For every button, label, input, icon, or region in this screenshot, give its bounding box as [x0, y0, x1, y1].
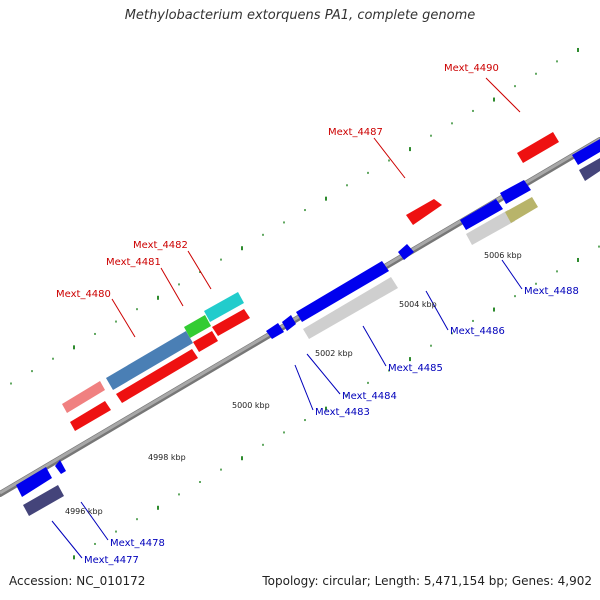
gene-label-mext-4486[interactable]: Mext_4486: [450, 326, 505, 337]
gene-mext-4486[interactable]: [398, 244, 414, 260]
gene-label-mext-4485[interactable]: Mext_4485: [388, 363, 443, 374]
gene-mext-4483[interactable]: [266, 323, 284, 339]
gene-label-mext-4477[interactable]: Mext_4477: [84, 555, 139, 566]
gene-label-mext-4490[interactable]: Mext_4490: [444, 63, 499, 74]
scale-label-5004: 5004 kbp: [399, 300, 437, 309]
scale-label-5000: 5000 kbp: [232, 401, 270, 410]
gene-mext-4487[interactable]: [406, 199, 442, 225]
gene-mext-4484[interactable]: [282, 315, 296, 331]
gene-mext-4485[interactable]: [296, 261, 389, 322]
gene-mext-4489[interactable]: [572, 139, 600, 165]
scale-label-5006: 5006 kbp: [484, 251, 522, 260]
reverse-genes: [16, 139, 600, 516]
gene-mext-4481[interactable]: [116, 349, 198, 403]
scale-labels: 4996 kbp 4998 kbp 5000 kbp 5002 kbp 5004…: [65, 251, 522, 516]
gene-mext-4477[interactable]: [16, 467, 52, 497]
gene-label-mext-4484[interactable]: Mext_4484: [342, 391, 397, 402]
label-leaders: [51, 77, 523, 559]
scale-label-4998: 4998 kbp: [148, 453, 186, 462]
forward-genes: [62, 132, 559, 431]
gene-label-mext-4482[interactable]: Mext_4482: [133, 240, 188, 251]
accession-text: Accession: NC_010172: [9, 574, 146, 588]
gene-label-mext-4488[interactable]: Mext_4488: [524, 286, 579, 297]
map-title: Methylobacterium extorquens PA1, complet…: [124, 8, 476, 23]
gene-mext-4480[interactable]: [70, 401, 111, 431]
gene-label-mext-4483[interactable]: Mext_4483: [315, 407, 370, 418]
gene-labels: Mext_4490 Mext_4487 Mext_4482 Mext_4481 …: [56, 63, 579, 566]
gene-mext-4488[interactable]: [460, 199, 503, 230]
gene-mext-4489-cog[interactable]: [579, 158, 600, 181]
gene-mext-4488-cog-olive[interactable]: [505, 197, 538, 223]
gene-mext-4482b[interactable]: [212, 309, 250, 336]
gene-label-mext-4481[interactable]: Mext_4481: [106, 257, 161, 268]
gene-mext-4482-cog-green[interactable]: [184, 315, 211, 338]
scale-label-4996: 4996 kbp: [65, 507, 103, 516]
gene-mext-4488b[interactable]: [500, 180, 531, 204]
gene-label-mext-4480[interactable]: Mext_4480: [56, 289, 111, 300]
gene-mext-4488-cog[interactable]: [466, 210, 515, 245]
gene-label-mext-4487[interactable]: Mext_4487: [328, 127, 383, 138]
gene-mext-4482[interactable]: [193, 331, 218, 352]
gene-mext-4482-cog-cyan[interactable]: [204, 292, 244, 322]
gene-mext-4481-cog[interactable]: [106, 331, 193, 390]
gene-mext-4485-cog[interactable]: [303, 277, 398, 339]
scale-label-5002: 5002 kbp: [315, 349, 353, 358]
gene-label-mext-4478[interactable]: Mext_4478: [110, 538, 165, 549]
gene-mext-4480-cog[interactable]: [62, 381, 105, 413]
gene-mext-4477-cog[interactable]: [23, 485, 64, 516]
gene-mext-4478[interactable]: [55, 460, 66, 474]
tick-tracks: [10, 47, 600, 560]
genome-summary-text: Topology: circular; Length: 5,471,154 bp…: [262, 574, 592, 588]
gene-mext-4490[interactable]: [517, 132, 559, 163]
